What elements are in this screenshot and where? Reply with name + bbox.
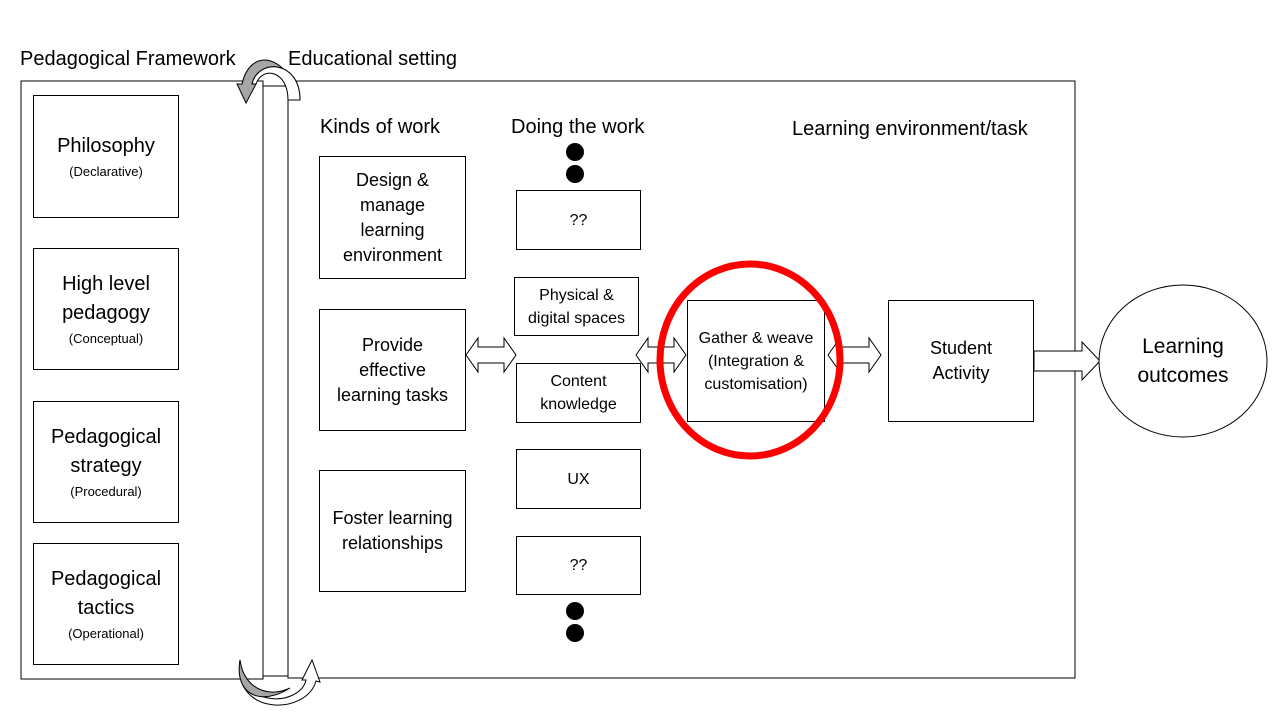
ellipsis-dot	[566, 165, 584, 183]
framework-title: Pedagogical strategy	[50, 426, 162, 477]
framework-title: Pedagogical tactics	[50, 568, 162, 619]
doing-the-work-heading: Doing the work	[511, 116, 645, 138]
framework-box-high-level-pedagogy: High level pedagogy (Conceptual)	[33, 248, 179, 370]
doing-work-ux: UX	[516, 449, 641, 509]
kinds-of-work-heading: Kinds of work	[320, 116, 441, 138]
ellipsis-dot	[566, 624, 584, 642]
highlight-circle	[656, 260, 844, 460]
learning-outcomes-ellipse	[1098, 284, 1268, 438]
vertical-connector-bar	[262, 85, 289, 677]
student-activity-box: Student Activity	[888, 300, 1034, 422]
gather-weave-label: Gather & weave (Integration & customisat…	[698, 329, 814, 393]
kinds-of-work-relationships: Foster learning relationships	[319, 470, 466, 592]
framework-subtitle: (Declarative)	[69, 164, 143, 179]
doing-work-label: UX	[567, 470, 590, 488]
doing-work-label: Content knowledge	[540, 373, 617, 413]
framework-title: High level pedagogy	[62, 273, 150, 324]
learning-outcomes-label: Learning outcomes	[1137, 335, 1229, 387]
pedagogical-framework-heading: Pedagogical Framework	[20, 48, 236, 70]
framework-subtitle: (Operational)	[68, 626, 144, 641]
doing-work-content: Content knowledge	[516, 363, 641, 423]
learning-environment-heading: Learning environment/task	[792, 118, 1028, 140]
doing-work-unknown-bottom: ??	[516, 536, 641, 595]
gather-weave-box: Gather & weave (Integration & customisat…	[687, 300, 825, 422]
framework-title: Philosophy	[57, 135, 155, 157]
kinds-of-work-label: Design & manage learning environment	[342, 169, 443, 265]
framework-subtitle: (Procedural)	[70, 484, 142, 499]
framework-box-pedagogical-tactics: Pedagogical tactics (Operational)	[33, 543, 179, 665]
educational-setting-heading: Educational setting	[288, 48, 458, 70]
framework-box-philosophy: Philosophy (Declarative)	[33, 95, 179, 218]
double-arrow-kinds-doing	[465, 336, 517, 374]
kinds-of-work-label: Foster learning relationships	[332, 508, 453, 553]
student-activity-label: Student Activity	[929, 338, 993, 383]
doing-work-unknown-top: ??	[516, 190, 641, 250]
kinds-of-work-design: Design & manage learning environment	[319, 156, 466, 279]
kinds-of-work-label: Provide effective learning tasks	[336, 334, 449, 405]
framework-subtitle: (Conceptual)	[68, 331, 144, 346]
ellipsis-dot	[566, 602, 584, 620]
kinds-of-work-tasks: Provide effective learning tasks	[319, 309, 466, 431]
doing-work-label: Physical & digital spaces	[528, 286, 625, 327]
doing-work-label: ??	[569, 211, 588, 229]
framework-box-pedagogical-strategy: Pedagogical strategy (Procedural)	[33, 401, 179, 523]
doing-work-label: ??	[569, 557, 588, 574]
arrow-student-outcomes	[1033, 340, 1101, 382]
doing-work-spaces: Physical & digital spaces	[514, 277, 639, 336]
ellipsis-dot	[566, 143, 584, 161]
